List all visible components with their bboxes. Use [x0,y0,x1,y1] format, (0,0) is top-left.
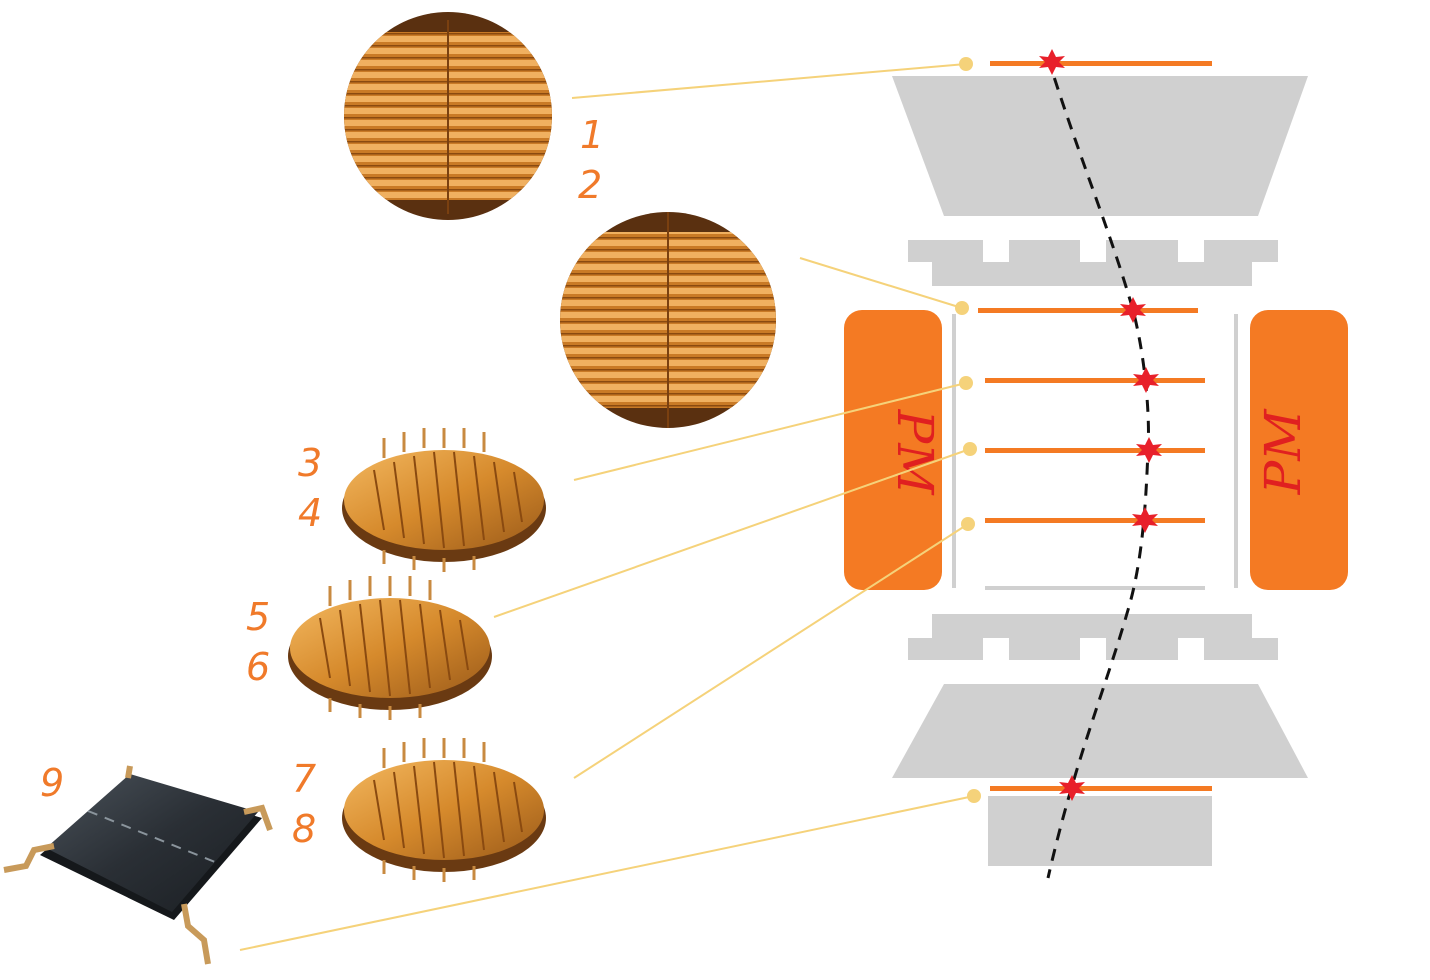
connector-lead-1 [3,843,55,873]
label-1: 1 [580,113,604,157]
hit-marker-3 [1133,367,1159,393]
lower-support-block [892,684,1308,778]
lower-notched-plate [908,614,1278,660]
detector-plane-4 [985,448,1205,453]
connector-lead-2 [243,804,273,832]
label-5: 5 [246,595,270,639]
tilted-detector-7-8 [342,738,546,882]
leader-line-5 [573,523,969,779]
circular-detector-large [560,212,776,428]
hit-marker-4 [1136,437,1162,463]
leader-endpoints [955,57,981,803]
leader-line-1 [571,63,967,99]
hit-marker-5 [1132,507,1158,533]
leader-line-3 [573,382,967,481]
hit-marker-2 [1120,297,1146,323]
leader-line-4 [493,448,971,618]
label-8: 8 [292,807,316,851]
leader-dot-4 [963,442,977,456]
circular-detector-1-2 [344,12,552,220]
detector-plane-6 [990,786,1212,791]
tilted-detector-3-4 [342,428,546,572]
label-6: 6 [246,645,270,689]
hit-marker-1 [1039,49,1065,75]
leader-line-2 [799,257,963,309]
detector-plane-1 [990,61,1212,66]
detector-plane-3 [985,378,1205,383]
detector-plane-2 [978,308,1198,313]
magnet-right-label: PM [1254,408,1312,496]
number-labels: 1 2 3 4 5 6 7 8 9 [40,113,604,851]
label-7: 7 [292,757,316,801]
magnet-right [1250,310,1348,590]
hit-marker-6 [1059,775,1085,801]
tilted-detector-5-6 [288,576,492,720]
magnet-left-label: PM [886,409,944,497]
label-3: 3 [298,441,322,485]
bottom-thin-plate [985,586,1205,590]
label-9: 9 [40,761,64,805]
hit-markers [1039,49,1162,801]
leader-lines [239,63,975,951]
label-4: 4 [298,491,322,535]
scintillator-panel-9 [3,765,273,965]
upper-support-block [892,76,1308,216]
spectrometer-structure: PM PM [844,49,1348,879]
magnet-left [844,310,942,590]
connector-lead-4 [125,765,133,779]
leader-dot-6 [967,789,981,803]
connector-lead-3 [181,903,211,965]
detector-plane-5 [985,518,1205,523]
leader-dot-5 [961,517,975,531]
leader-dot-1 [959,57,973,71]
leader-dot-3 [959,376,973,390]
label-2: 2 [578,163,602,207]
inner-rail-right [1234,314,1238,588]
leader-line-6 [239,795,975,951]
calorimeter-block [988,796,1212,866]
leader-dot-2 [955,301,969,315]
upper-notched-plate [908,240,1278,286]
inner-rail-left [952,314,956,588]
